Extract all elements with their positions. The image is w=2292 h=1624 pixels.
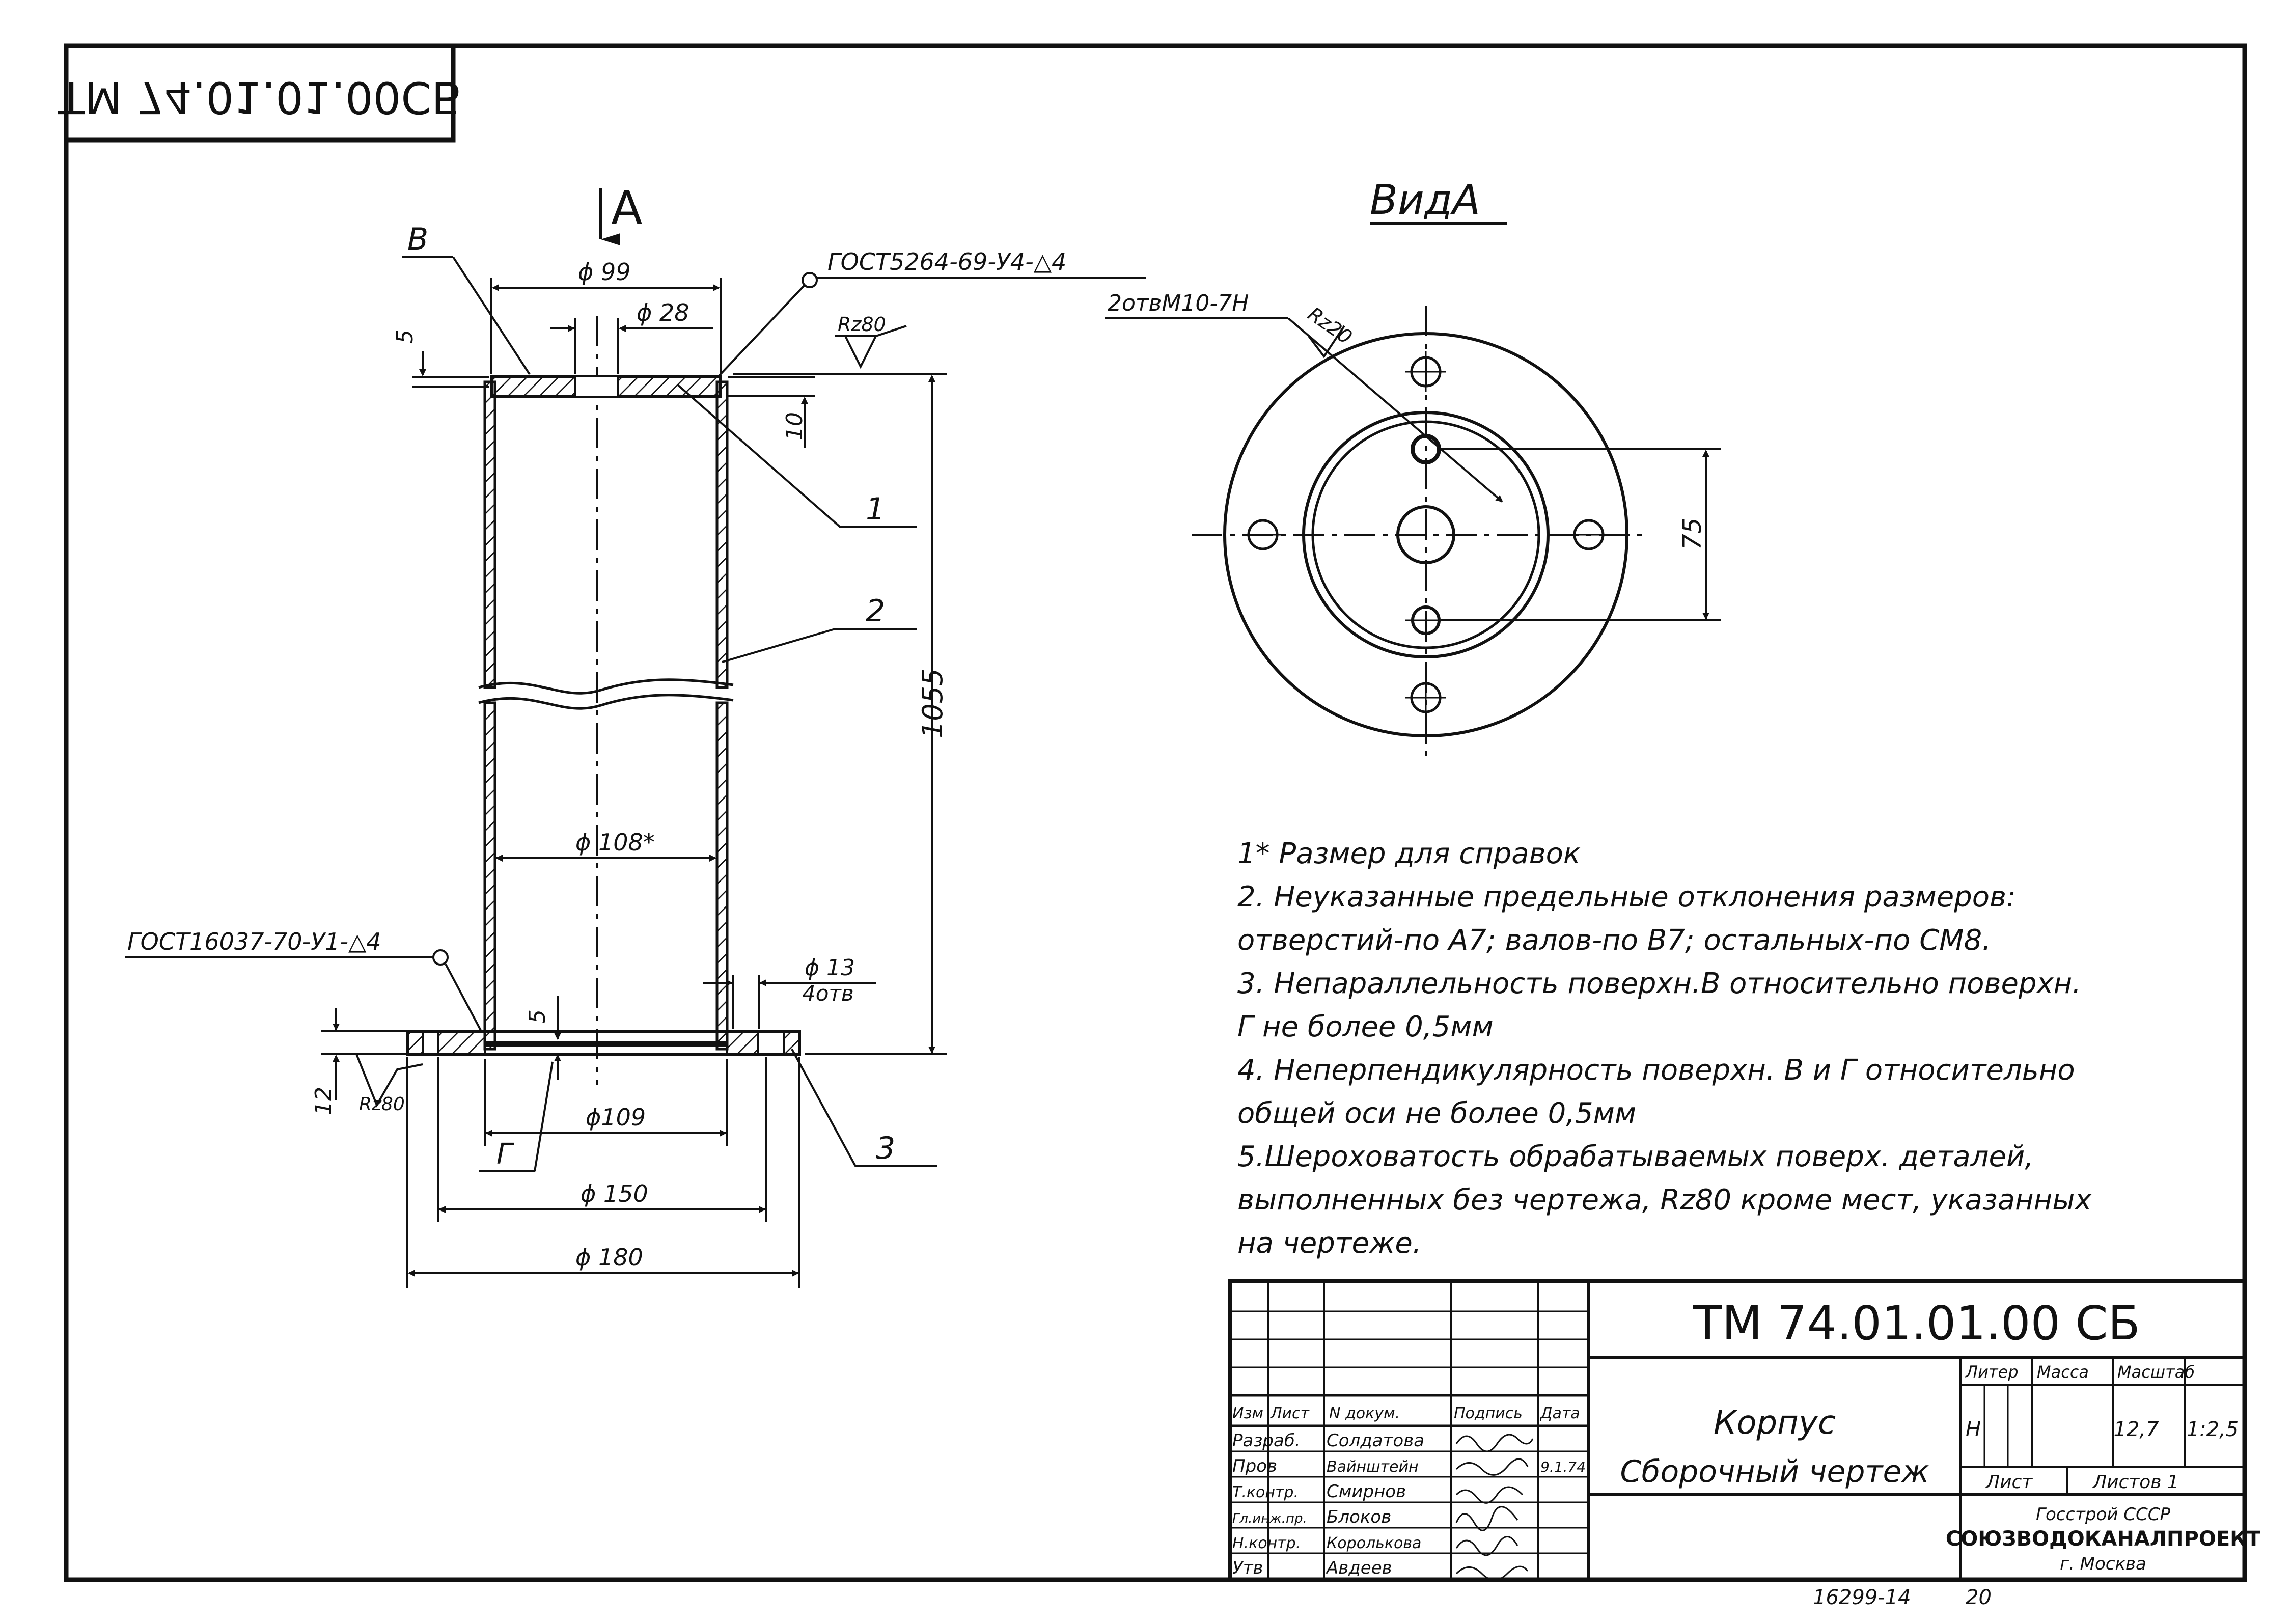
frame-code-box: ТМ 74.01.01.00СБ — [58, 43, 462, 143]
dim-d180: ϕ 180 — [575, 1244, 643, 1271]
note-line: 3. Непараллельность поверхн.В относитель… — [1237, 967, 2081, 1000]
frame-code-text: ТМ 74.01.01.00СБ — [58, 72, 462, 123]
dim-h12: 12 — [311, 1087, 337, 1115]
dim-d99: ϕ 99 — [578, 258, 631, 286]
pos-1: 1 — [866, 491, 885, 527]
note-line: 4. Неперпендикулярность поверхн. В и Г о… — [1237, 1054, 2075, 1087]
note-line: 5.Шероховатость обрабатываемых поверх. д… — [1237, 1140, 2034, 1173]
tb-name: Корпус — [1714, 1404, 1836, 1442]
tb-org-2: СОЮЗВОДОКАНАЛПРОЕКТ — [1946, 1527, 2261, 1551]
dim-h5-top: 5 — [392, 329, 418, 344]
tube-wall-left-upper — [483, 380, 496, 689]
note-line: общей оси не более 0,5мм — [1237, 1097, 1636, 1130]
view-a-title: ВидА — [1370, 176, 1480, 224]
tb-scale-value: 1:2,5 — [2187, 1418, 2239, 1441]
tube-outer-circle — [1302, 411, 1550, 658]
footer-number: 16299-14 — [1813, 1586, 1911, 1609]
label-G: Г — [496, 1138, 514, 1171]
tb-date: 9.1.74 — [1540, 1458, 1586, 1475]
dim-h1055: 1055 — [917, 669, 949, 738]
view-a: ВидА 75 2отвМ10-7Н Rz20 — [1105, 176, 1721, 764]
tb-person: Вайнштейн — [1327, 1458, 1419, 1476]
pos-2: 2 — [866, 593, 885, 629]
tb-header-podp: Подпись — [1454, 1405, 1523, 1422]
tb-role: Н.контр. — [1232, 1534, 1301, 1552]
note-line: 2. Неуказанные предельные отклонения раз… — [1237, 880, 2016, 914]
tb-header-data: Дата — [1539, 1405, 1580, 1422]
outer-flange-circle — [1223, 332, 1628, 737]
tb-org-1: Госстрой СССР — [2036, 1504, 2170, 1525]
pos-3: 3 — [876, 1131, 895, 1166]
note-line: 1* Размер для справок — [1237, 837, 1581, 870]
rz80-bottom: Rz80 — [359, 1094, 405, 1115]
gost-top: ГОСТ5264-69-У4-△4 — [827, 248, 1066, 276]
tb-person: Блоков — [1327, 1507, 1391, 1527]
dim-h10: 10 — [782, 412, 808, 441]
tb-mass-value: 12,7 — [2113, 1418, 2159, 1441]
rz20: Rz20 — [1304, 302, 1356, 348]
notes-block: 1* Размер для справок 2. Неуказанные пре… — [1237, 837, 2092, 1260]
tb-org-3: г. Москва — [2060, 1554, 2146, 1574]
label-B: В — [407, 222, 428, 257]
tb-person: Солдатова — [1327, 1430, 1424, 1451]
tb-sheet-label: Лист — [1985, 1472, 2033, 1493]
tb-scale-label: Масштаб — [2117, 1362, 2195, 1382]
tube-inner-circle — [1311, 420, 1540, 649]
tb-header-list: Лист — [1270, 1405, 1310, 1422]
note-line: отверстий-по А7; валов-по В7; остальных-… — [1237, 924, 1991, 957]
dim-d108: ϕ 108* — [575, 829, 655, 856]
tb-header-izm: Изм — [1232, 1405, 1263, 1422]
tb-role: Пров — [1232, 1456, 1277, 1476]
center-hole — [1396, 505, 1455, 564]
tb-role: Разраб. — [1232, 1430, 1301, 1451]
tb-person: Королькова — [1327, 1534, 1421, 1552]
tb-person: Смирнов — [1327, 1481, 1406, 1502]
dim-d28: ϕ 28 — [637, 299, 689, 326]
tb-role: Гл.инж.пр. — [1232, 1511, 1307, 1526]
note-line: на чертеже. — [1237, 1227, 1422, 1260]
assembly-view: A ϕ 99 ϕ 28 В ГОСТ5264-69-У4-△4 Rz80 5 — [125, 182, 1146, 1288]
note-line: Г не более 0,5мм — [1237, 1010, 1494, 1043]
tb-header-ndoc: N докум. — [1329, 1405, 1400, 1422]
dim-v75: 75 — [1677, 517, 1707, 550]
gost-bottom: ГОСТ16037-70-У1-△4 — [127, 928, 381, 955]
dim-d13: ϕ 13 — [805, 955, 855, 981]
tb-sheets-label: Листов 1 — [2092, 1472, 2179, 1493]
sheet-frame — [64, 43, 2247, 1582]
rz80-top: Rz80 — [838, 313, 886, 336]
dim-d109: ϕ109 — [586, 1104, 646, 1131]
title-block: Изм Лист N докум. Подпись Дата Разраб. С… — [1228, 1279, 2261, 1582]
dim-d150: ϕ 150 — [581, 1180, 648, 1207]
dim-h5-bottom: 5 — [524, 1009, 550, 1024]
note-line: выполненных без чертежа, Rz80 кроме мест… — [1237, 1183, 2092, 1217]
tube-wall-right-upper — [715, 380, 729, 689]
tb-role: Утв — [1232, 1558, 1263, 1578]
tb-role: Т.контр. — [1232, 1483, 1299, 1501]
view-arrow-label: A — [611, 182, 643, 235]
tb-litera-label: Литер — [1965, 1362, 2019, 1382]
tube-wall-right-lower — [715, 701, 729, 1051]
tb-person: Авдеев — [1326, 1558, 1392, 1578]
tb-doc-type: Сборочный чертеж — [1620, 1454, 1929, 1490]
tb-litera-value: Н — [1966, 1418, 1981, 1441]
tb-mass-label: Масса — [2037, 1362, 2089, 1382]
holes-m10: 2отвМ10-7Н — [1108, 290, 1249, 316]
signatures — [1455, 1434, 1534, 1581]
dim-4holes: 4отв — [802, 981, 854, 1006]
tube-wall-left-lower — [483, 701, 496, 1051]
footer-page: 20 — [1966, 1586, 1992, 1609]
tb-code: ТМ 74.01.01.00 СБ — [1693, 1296, 2140, 1351]
